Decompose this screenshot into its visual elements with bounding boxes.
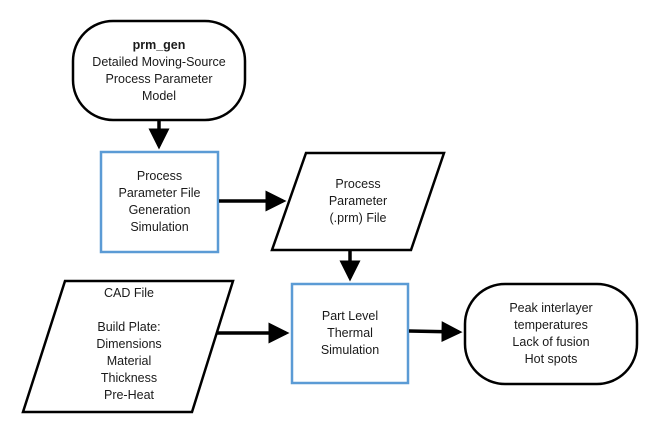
prm-gen-terminator-shape xyxy=(71,19,247,122)
outputs-line: temperatures xyxy=(514,318,588,332)
cad-file-line: Dimensions xyxy=(96,337,162,351)
prm-gen-node: prm_gen Detailed Moving-Source Process P… xyxy=(73,21,245,120)
param-file-gen-line: Simulation xyxy=(130,220,189,234)
cad-file-line: Thickness xyxy=(100,371,158,385)
outputs-line: Hot spots xyxy=(524,352,578,366)
cad-file-line: Pre-Heat xyxy=(103,388,155,402)
param-file-gen-node: Process Parameter File Generation Simula… xyxy=(101,152,218,252)
prm-file-line: (.prm) File xyxy=(329,211,387,225)
prm-gen-line: Model xyxy=(141,88,177,103)
part-thermal-node: Part Level Thermal Simulation xyxy=(292,284,408,383)
param-file-gen-process-shape xyxy=(99,150,220,254)
param-file-gen-line: Generation xyxy=(128,203,191,217)
param-file-gen-line: Parameter File xyxy=(118,186,201,200)
prm-gen-line: Process Parameter xyxy=(105,71,213,86)
prm-file-node: Process Parameter (.prm) File xyxy=(290,153,426,250)
cad-file-line: Build Plate: xyxy=(97,320,161,334)
prm-gen-line: Detailed Moving-Source xyxy=(92,54,226,69)
prm-gen-title: prm_gen xyxy=(132,37,186,52)
cad-file-title: CAD File xyxy=(103,286,154,300)
outputs-line: Lack of fusion xyxy=(512,335,590,349)
part-thermal-line: Part Level xyxy=(321,309,379,323)
prm-file-line: Parameter xyxy=(328,194,388,208)
part-thermal-line: Thermal xyxy=(327,326,373,340)
param-file-gen-line: Process xyxy=(136,169,183,183)
prm-file-line: Process xyxy=(335,177,381,191)
cad-file-node: CAD File Build Plate: Dimensions Materia… xyxy=(44,283,214,411)
outputs-terminator-shape xyxy=(463,282,639,386)
outputs-line: Peak interlayer xyxy=(509,301,593,315)
outputs-node: Peak interlayer temperatures Lack of fus… xyxy=(465,284,637,384)
cad-file-data-shape xyxy=(21,279,235,414)
edge-part-thermal-to-outputs xyxy=(408,321,463,343)
part-thermal-line: Simulation xyxy=(320,343,380,357)
part-thermal-process-shape xyxy=(290,282,410,385)
prm-file-data-shape xyxy=(270,151,446,252)
cad-file-line: Material xyxy=(106,354,152,368)
